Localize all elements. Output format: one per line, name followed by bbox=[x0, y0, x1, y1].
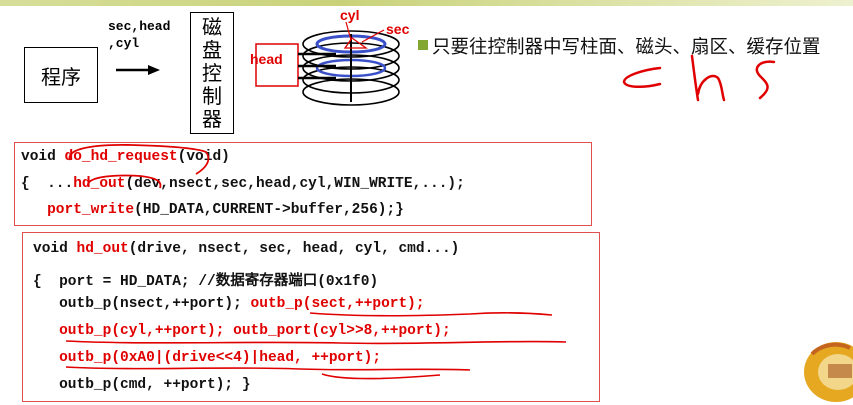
title-bar-decoration bbox=[0, 0, 853, 6]
cyl-label: cyl bbox=[340, 7, 359, 23]
code-block-hd-out: void hd_out(drive, nsect, sec, head, cyl… bbox=[22, 232, 600, 402]
disk-controller-label: 磁 盘 控 制 器 bbox=[202, 14, 222, 131]
params-label-line2: ,cyl bbox=[108, 36, 140, 51]
code1-line-1: void do_hd_request(void) bbox=[21, 149, 230, 165]
disk-controller-box: 磁 盘 控 制 器 bbox=[190, 12, 234, 134]
bullet-icon bbox=[418, 40, 428, 50]
program-label: 程序 bbox=[41, 64, 81, 89]
arrow-icon bbox=[116, 65, 160, 75]
code2-line-3: outb_p(nsect,++port); outb_p(sect,++port… bbox=[33, 296, 425, 312]
sec-label: sec bbox=[386, 21, 410, 37]
code2-line-6: outb_p(cmd, ++port); } bbox=[33, 377, 251, 393]
handwritten-chs-annotation bbox=[622, 54, 776, 102]
book-cover-icon bbox=[798, 330, 853, 405]
code2-line-2: { port = HD_DATA; //数据寄存器端口(0x1f0) bbox=[33, 274, 379, 290]
disk-platter-illustration: cyl sec head bbox=[250, 7, 410, 106]
code-block-do-hd-request: void do_hd_request(void) { ...hd_out(dev… bbox=[14, 142, 592, 226]
code1-line-2: { ...hd_out(dev,nsect,sec,head,cyl,WIN_W… bbox=[21, 176, 465, 192]
code2-line-4: outb_p(cyl,++port); outb_port(cyl>>8,++p… bbox=[59, 323, 451, 339]
note-text: 只要往控制器中写柱面、磁头、扇区、缓存位置 bbox=[432, 37, 821, 58]
program-box: 程序 bbox=[24, 47, 98, 103]
params-label-line1: sec,head bbox=[108, 19, 171, 34]
code1-line-3: port_write(HD_DATA,CURRENT->buffer,256);… bbox=[47, 202, 404, 218]
head-label: head bbox=[250, 51, 283, 67]
code2-line-1: void hd_out(drive, nsect, sec, head, cyl… bbox=[33, 241, 460, 257]
params-label: sec,head ,cyl bbox=[108, 18, 170, 52]
code2-line-5: outb_p(0xA0|(drive<<4)|head, ++port); bbox=[59, 350, 382, 366]
